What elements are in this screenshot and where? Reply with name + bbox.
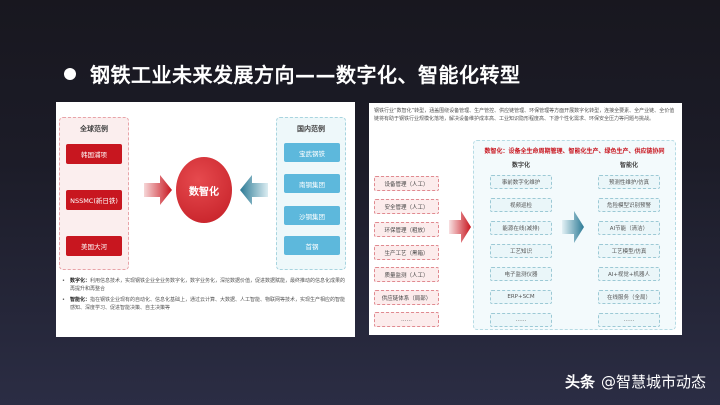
digital-item: 事前数字化维护 [490, 175, 552, 189]
example-item: 首钢 [284, 236, 340, 255]
current-item: 设备管理（人工） [374, 176, 439, 191]
definition-item: 智能化：指在钢铁企业现有的自动化、信息化基础上，通过云计算、大数据、人工智能、物… [62, 296, 350, 312]
current-item: 质量监测（人工） [374, 267, 439, 282]
digital-item: 电子监测仪器 [490, 267, 552, 281]
digital-item: …… [490, 313, 552, 327]
digital-item: 工艺知识 [490, 244, 552, 258]
title-text: 钢铁工业未来发展方向——数字化、智能化转型 [90, 63, 521, 87]
arrow-right-icon [144, 175, 172, 205]
example-item: 沙钢集团 [284, 206, 340, 225]
global-examples-group: 全球范例 韩国浦项 NSSMC(新日铁) 美国大河 [59, 117, 129, 270]
intelligent-item: 工艺模型/仿真 [598, 244, 660, 258]
watermark-brand: 头条 [564, 373, 595, 391]
headline: 数智化：设备全生命周期管理、智能化生产、绿色生产、供应链协同 [484, 148, 665, 155]
current-item: …… [374, 312, 439, 327]
watermark: 头条 @智慧城市动态 [565, 371, 706, 392]
current-item: 环保管理（粗放） [374, 222, 439, 237]
arrow-right-icon [562, 211, 584, 243]
domestic-examples-group: 国内范例 宝武钢铁 南钢集团 沙钢集团 首钢 [276, 117, 346, 270]
digital-item: 视频巡检 [490, 198, 552, 212]
digital-item: 能源在线(减排) [490, 221, 552, 235]
column-title-intelligent: 智能化 [619, 162, 638, 169]
transformation-box: 数智化：设备全生命周期管理、智能化生产、绿色生产、供应链协同 数字化 智能化 事… [473, 140, 676, 330]
group-title: 全球范例 [80, 125, 108, 133]
watermark-account: @智慧城市动态 [600, 373, 706, 391]
definition-text: 利用信息技术，实现钢铁企业全业务数字化，数字业务化，深挖数据价值，促进数据赋能，… [70, 278, 346, 292]
arrow-left-icon [240, 175, 268, 205]
example-item: 韩国浦项 [66, 144, 122, 164]
current-item: 安全管理（人工） [374, 199, 439, 214]
current-item: 供应链体系（局部） [374, 290, 439, 305]
current-item: 生产工艺（黑箱） [374, 245, 439, 260]
definition-item: 数字化：利用信息技术，实现钢铁企业全业务数字化，数字业务化，深挖数据价值，促进数… [62, 277, 350, 293]
bullet-icon [64, 67, 76, 80]
example-item: 南钢集团 [284, 174, 340, 193]
definition-label: 智能化： [70, 297, 91, 303]
column-title-digital: 数字化 [511, 162, 530, 169]
definition-text: 指在钢铁企业现有的自动化、信息化基础上，通过云计算、大数据、人工智能、物联网等技… [70, 297, 346, 311]
example-item: NSSMC(新日铁) [66, 190, 122, 210]
left-figure: 全球范例 韩国浦项 NSSMC(新日铁) 美国大河 数智化 国内范例 宝武钢铁 … [56, 102, 355, 337]
intelligent-item: 危险模型识别预警 [598, 198, 660, 212]
intelligent-item: 在线服务（全局） [598, 290, 660, 304]
intelligent-item: 预测性维护/仿真 [598, 175, 660, 189]
example-item: 美国大河 [66, 236, 122, 256]
example-item: 宝武钢铁 [284, 143, 340, 162]
definitions-list: 数字化：利用信息技术，实现钢铁企业全业务数字化，数字业务化，深挖数据价值，促进数… [62, 277, 350, 315]
intelligent-item: AI+视觉+机器人 [598, 267, 660, 281]
slide-title: 钢铁工业未来发展方向——数字化、智能化转型 [64, 59, 521, 88]
group-title: 国内范例 [297, 125, 325, 133]
intelligent-item: …… [598, 313, 660, 327]
intelligent-item: AI节能（清洁） [598, 221, 660, 235]
definition-label: 数字化： [70, 278, 91, 284]
center-circle: 数智化 [176, 157, 232, 223]
digital-item: ERP+SCM [490, 290, 552, 304]
arrow-right-icon [449, 211, 471, 243]
intro-text: 钢铁行业“数智化”转型，涵盖围绕设备管理、生产管控、供应链管理、环保管理等方面开… [374, 108, 675, 122]
right-figure: 钢铁行业“数智化”转型，涵盖围绕设备管理、生产管控、供应链管理、环保管理等方面开… [369, 103, 682, 335]
